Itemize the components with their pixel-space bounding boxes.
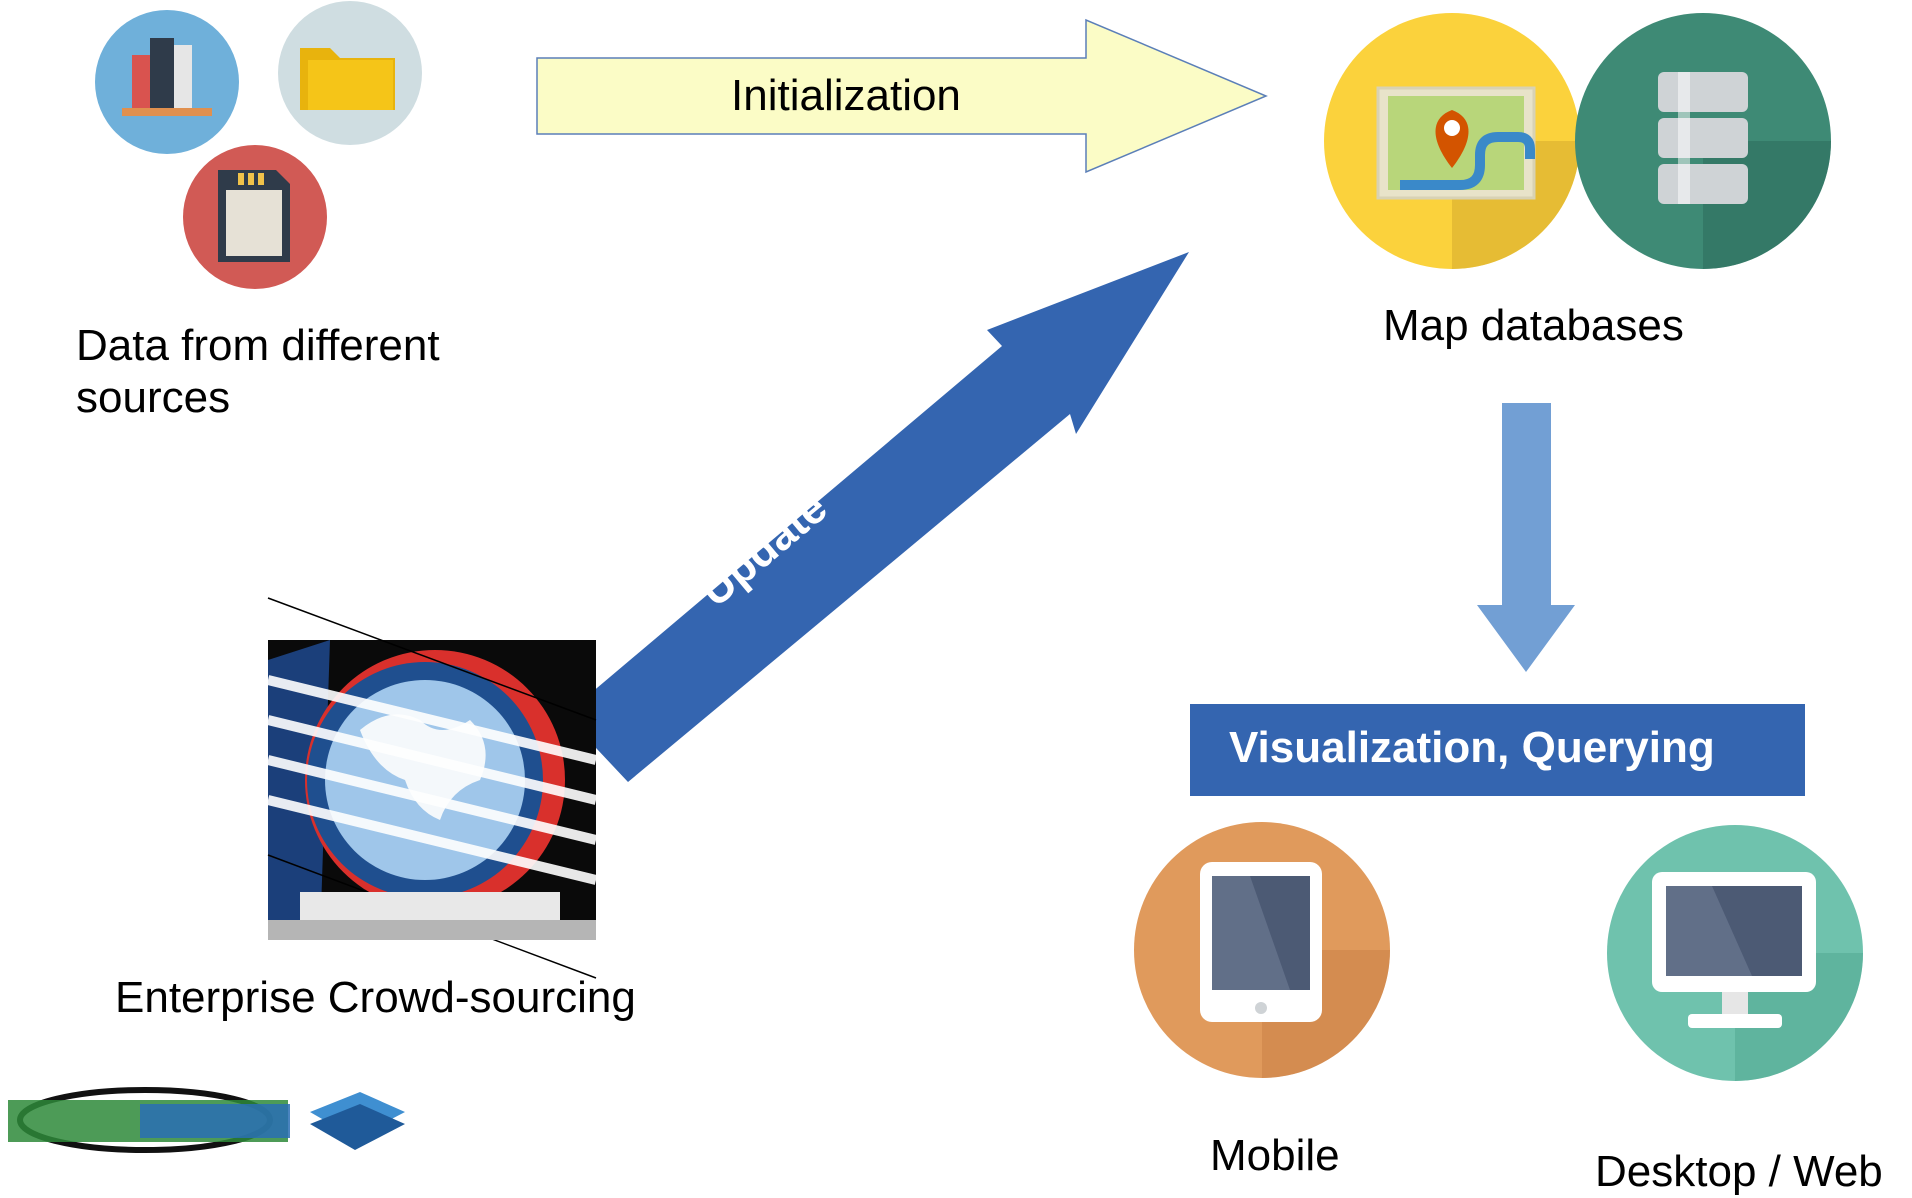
sources-label-line2: sources (76, 373, 231, 422)
monitor-icon (1607, 825, 1863, 1081)
initialization-arrow (536, 18, 1268, 174)
initialization-label: Initialization (731, 71, 961, 120)
desktop-web-label: Desktop / Web (1595, 1147, 1883, 1196)
sources-label-line1: Data from different (76, 321, 440, 370)
crowd-sourcing-label: Enterprise Crowd-sourcing (115, 973, 636, 1022)
down-arrow (1477, 403, 1575, 672)
sd-card-icon (183, 145, 327, 289)
server-icon (1575, 13, 1831, 269)
folder-icon (278, 1, 422, 145)
books-icon (95, 10, 239, 154)
globe-icon (266, 597, 598, 979)
update-arrow (565, 252, 1189, 782)
logo-icon (8, 1087, 405, 1153)
visualization-box (1190, 704, 1805, 796)
visualization-label: Visualization, Querying (1229, 723, 1715, 772)
mobile-label: Mobile (1210, 1131, 1340, 1180)
map-databases-label: Map databases (1383, 301, 1684, 350)
tablet-icon (1134, 822, 1390, 1078)
map-icon (1324, 13, 1580, 269)
